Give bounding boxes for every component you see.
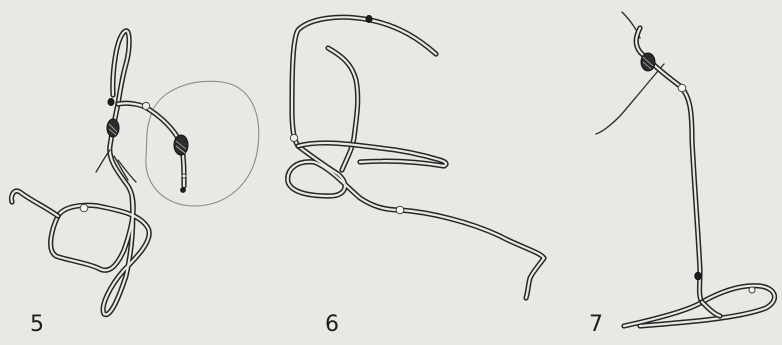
figure-5-strand xyxy=(51,31,150,315)
figure-5-bead-fragment xyxy=(182,174,186,178)
figure-6-bead-left xyxy=(290,134,297,141)
figure-7-knob-lower xyxy=(695,272,701,280)
figure-6-drawing xyxy=(288,16,544,299)
figure-6-outer-strand xyxy=(288,17,544,298)
figure-6-inner-strand xyxy=(328,48,358,170)
figure-5-spur-left xyxy=(96,150,110,172)
figure-5-bead-loop xyxy=(80,204,88,212)
figure-6-label: 6 xyxy=(325,314,339,336)
figure-5-left-tail xyxy=(11,191,58,216)
figure-5-label: 5 xyxy=(30,314,44,336)
figure-7-fibre-curve xyxy=(596,64,664,134)
figure-7-bead-upper xyxy=(678,84,686,92)
figure-5-enclosure-outline xyxy=(146,81,259,206)
figure-6-bead-lower xyxy=(396,206,404,214)
figure-5-drawing xyxy=(11,31,258,315)
figure-7-bead-base xyxy=(749,287,755,293)
figure-5-knob-upper xyxy=(108,99,114,106)
figure-7-drawing xyxy=(596,12,775,326)
figure-5-bead-branch xyxy=(142,102,149,109)
figure-6-knob-top xyxy=(366,16,372,23)
figure-7-label: 7 xyxy=(589,314,603,336)
figure-5-knob-fragment-end xyxy=(181,188,186,193)
